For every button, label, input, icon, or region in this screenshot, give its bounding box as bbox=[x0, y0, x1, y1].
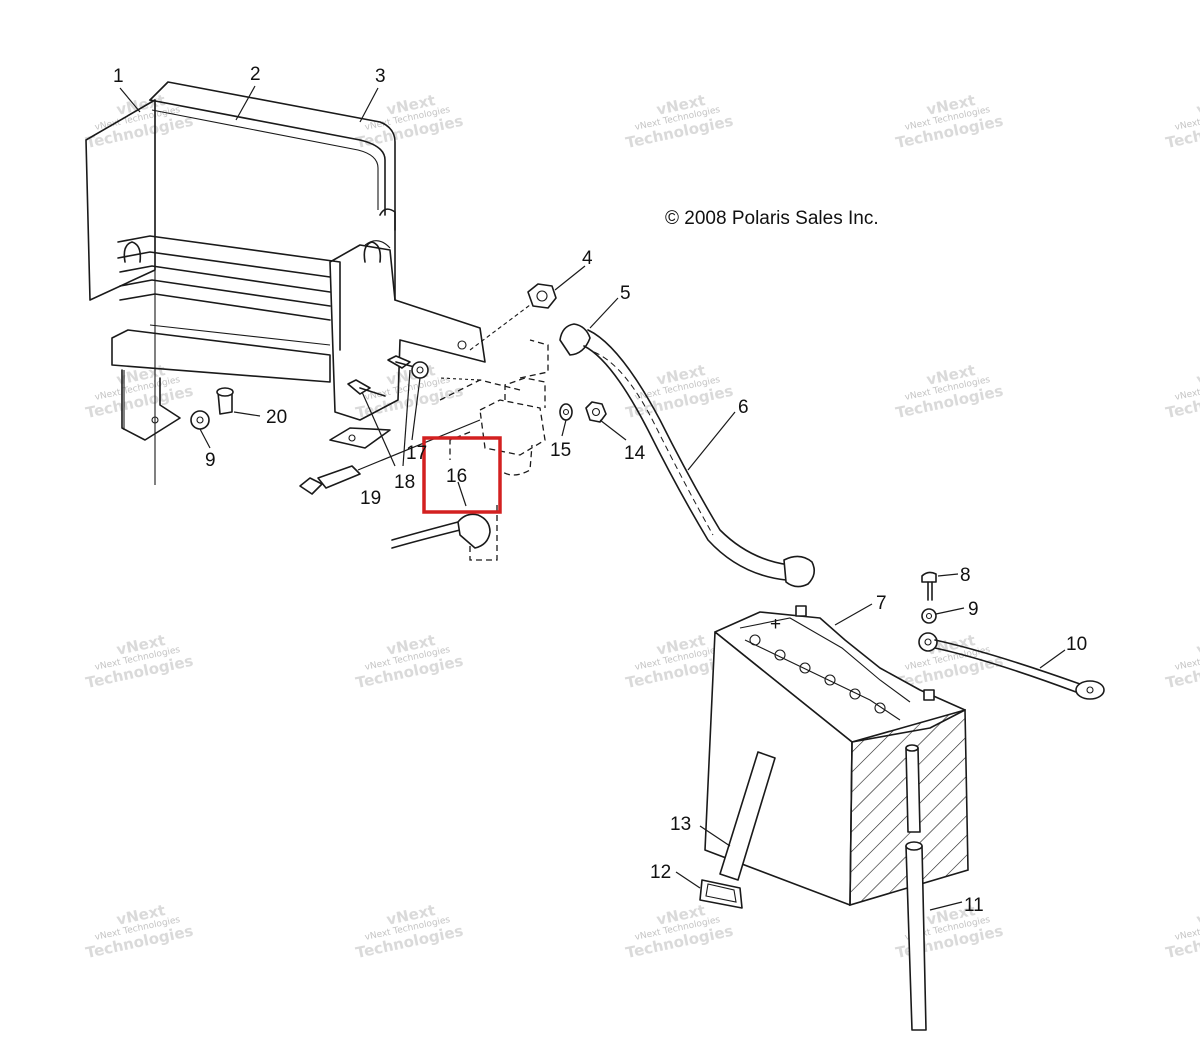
callout-20[interactable]: 20 bbox=[266, 407, 287, 428]
callout-10[interactable]: 10 bbox=[1066, 634, 1087, 655]
highlight-box-part-16 bbox=[422, 436, 502, 514]
watermark-large: Technologies bbox=[1164, 922, 1200, 962]
callout-9-right[interactable]: 9 bbox=[968, 599, 979, 620]
positive-terminal-symbol: + bbox=[770, 614, 781, 635]
watermark-top: vNext bbox=[1195, 631, 1200, 659]
part-8-screw[interactable] bbox=[921, 571, 959, 601]
copyright-notice: © 2008 Polaris Sales Inc. bbox=[665, 208, 879, 229]
part-13-strap[interactable] bbox=[675, 751, 776, 909]
watermark-top: vNext bbox=[1195, 901, 1200, 929]
callout-15[interactable]: 15 bbox=[550, 440, 571, 461]
callout-7[interactable]: 7 bbox=[876, 593, 887, 614]
callout-9-left[interactable]: 9 bbox=[205, 450, 216, 471]
watermark-large: Technologies bbox=[1164, 112, 1200, 152]
callout-18[interactable]: 18 bbox=[394, 472, 415, 493]
watermark-top: vNext bbox=[1195, 361, 1200, 389]
callout-3[interactable]: 3 bbox=[375, 66, 386, 87]
fastener-group-left[interactable] bbox=[190, 355, 481, 495]
part-11-vent-tube[interactable] bbox=[905, 744, 963, 1031]
part-9-washer-right[interactable] bbox=[921, 607, 965, 624]
part-10-ground-cable[interactable] bbox=[918, 632, 1105, 700]
callout-6[interactable]: 6 bbox=[738, 397, 749, 418]
part-16-solenoid[interactable] bbox=[391, 339, 627, 561]
callout-1[interactable]: 1 bbox=[113, 66, 124, 87]
callout-2[interactable]: 2 bbox=[250, 64, 261, 85]
callout-8[interactable]: 8 bbox=[960, 565, 971, 586]
callout-14[interactable]: 14 bbox=[624, 443, 646, 464]
callout-labels: 1 2 3 4 5 6 7 8 9 9 10 11 12 13 14 15 16… bbox=[113, 64, 1087, 916]
part-4-nut[interactable] bbox=[469, 265, 586, 351]
callout-12[interactable]: 12 bbox=[650, 862, 671, 883]
callout-17[interactable]: 17 bbox=[406, 443, 427, 464]
callout-16[interactable]: 16 bbox=[446, 466, 467, 487]
callout-4[interactable]: 4 bbox=[582, 248, 593, 269]
callout-11[interactable]: 11 bbox=[964, 895, 984, 916]
watermark-top: vNext bbox=[1195, 91, 1200, 119]
callout-19[interactable]: 19 bbox=[360, 488, 381, 509]
watermark-large: Technologies bbox=[1164, 652, 1200, 692]
battery-box-assembly[interactable] bbox=[85, 81, 486, 485]
callout-13[interactable]: 13 bbox=[670, 814, 691, 835]
part-6-positive-cable[interactable] bbox=[559, 297, 816, 588]
callout-5[interactable]: 5 bbox=[620, 283, 631, 304]
watermark-large: Technologies bbox=[1164, 382, 1200, 422]
